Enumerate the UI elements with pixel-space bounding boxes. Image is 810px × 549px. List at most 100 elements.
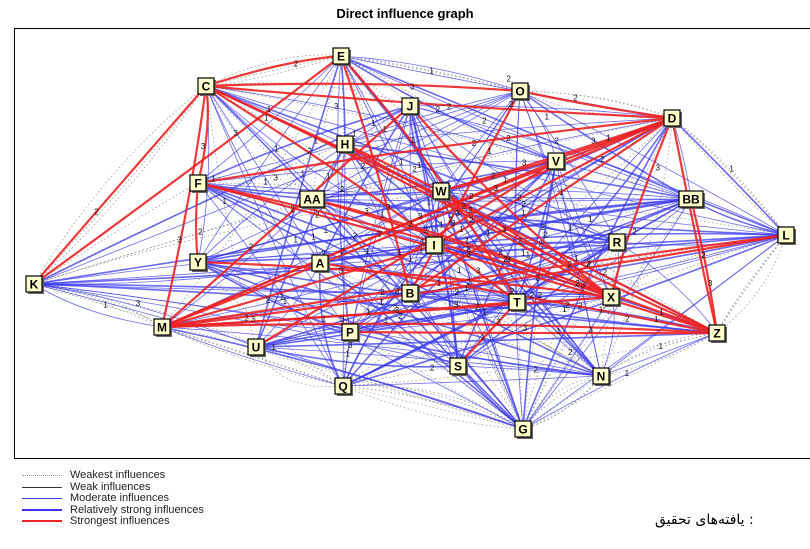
weakest-edge bbox=[255, 346, 344, 388]
strongest-edge bbox=[33, 55, 342, 285]
edge-weight-label: 2 bbox=[578, 302, 583, 311]
moderate-edge bbox=[197, 182, 524, 430]
strongest-edge bbox=[349, 330, 718, 335]
strongest-edge bbox=[197, 181, 718, 335]
edge-weight-label: 1 bbox=[383, 125, 388, 134]
moderate-edge bbox=[522, 234, 787, 430]
edge-weight-label: 1 bbox=[487, 147, 492, 156]
edge-weight-label: 3 bbox=[177, 236, 182, 245]
edge-weight-label: 1 bbox=[384, 316, 389, 325]
weakest-edge bbox=[716, 234, 787, 334]
edge-weight-label: 1 bbox=[481, 333, 486, 342]
moderate-edge bbox=[519, 90, 787, 236]
edge-weight-label: 3 bbox=[410, 82, 415, 91]
strongest-edge bbox=[205, 54, 342, 88]
node-label: B bbox=[406, 287, 415, 301]
node-label: J bbox=[407, 100, 414, 114]
source-note: : یافته‌های تحقیق bbox=[655, 512, 754, 528]
node-bb: BB bbox=[678, 190, 705, 209]
node-box bbox=[678, 190, 704, 208]
edge-weight-label: 3 bbox=[334, 102, 339, 111]
edge-weight-label: 2 bbox=[503, 255, 508, 264]
edge-weight-label: 1 bbox=[503, 175, 508, 184]
edge-weight-label: 3 bbox=[591, 137, 596, 146]
moderate-edge bbox=[344, 90, 521, 145]
edge-weight-label: 2 bbox=[380, 288, 385, 297]
strongest-edge bbox=[205, 84, 673, 120]
node-box bbox=[197, 77, 215, 95]
edge-weight-label: 1 bbox=[427, 197, 432, 206]
edge-weight-label: 1 bbox=[263, 177, 268, 186]
edge-weight-label: 1 bbox=[352, 130, 357, 139]
node-label: D bbox=[668, 112, 677, 126]
edge-weight-label: 1 bbox=[410, 136, 415, 145]
edge-weight-label: 2 bbox=[541, 223, 546, 232]
node-box bbox=[25, 275, 43, 293]
edge-weight-label: 2 bbox=[518, 236, 523, 245]
edge-weight-label: 2 bbox=[491, 172, 496, 181]
node-w: W bbox=[432, 182, 451, 201]
moderate-edge bbox=[555, 160, 692, 200]
edge-weight-label: 3 bbox=[234, 129, 239, 138]
weakest-edge bbox=[522, 241, 618, 430]
node-box bbox=[547, 152, 565, 170]
node-box bbox=[592, 367, 610, 385]
moderate-edge bbox=[457, 241, 618, 367]
edge-weight-label: 1 bbox=[574, 254, 579, 263]
weakest-edge bbox=[33, 198, 313, 285]
node-x: X bbox=[602, 288, 621, 307]
weakest-edge bbox=[33, 85, 207, 285]
edge-weight-label: 2 bbox=[408, 219, 413, 228]
edge-weight-label: 1 bbox=[521, 249, 526, 258]
edge-weight-label: 3 bbox=[656, 164, 661, 173]
node-label: U bbox=[252, 341, 261, 355]
edge-weight-label: 1 bbox=[326, 171, 331, 180]
edge-weight-label: 2 bbox=[568, 260, 573, 269]
edge-weight-label: 1 bbox=[293, 236, 298, 245]
strongest-edge bbox=[205, 85, 518, 303]
edge-weight-label: 2 bbox=[530, 291, 535, 300]
node-aa: AA bbox=[299, 190, 326, 209]
edge-weight-label: 2 bbox=[307, 147, 312, 156]
weakest-edge bbox=[716, 234, 787, 334]
moderate-edge bbox=[197, 105, 411, 184]
edge-weight-label: 2 bbox=[447, 103, 452, 112]
node-label: H bbox=[341, 138, 350, 152]
moderate-edge bbox=[342, 160, 557, 387]
moderate-edge bbox=[616, 241, 718, 334]
legend-swatch bbox=[22, 486, 62, 488]
edge-weight-label: 2 bbox=[543, 231, 548, 240]
moderate-edge bbox=[197, 90, 521, 184]
node-box bbox=[401, 284, 419, 302]
edge-weight-label: 1 bbox=[314, 137, 319, 146]
edge-weight-label: 3 bbox=[418, 212, 423, 221]
weakest-edge bbox=[205, 55, 342, 87]
node-box bbox=[341, 323, 359, 341]
edge-weight-label: 1 bbox=[211, 175, 216, 184]
node-e: E bbox=[332, 47, 351, 66]
edge-weight-label: 1 bbox=[417, 161, 422, 170]
node-label: X bbox=[607, 291, 615, 305]
weakest-edge bbox=[161, 326, 344, 387]
strongest-edge bbox=[197, 260, 612, 299]
strongest-edge bbox=[197, 181, 612, 299]
edge-weight-label: 3 bbox=[364, 207, 369, 216]
edge-weight-label: 2 bbox=[294, 60, 299, 69]
strongest-edge bbox=[519, 89, 673, 120]
moderate-edge bbox=[311, 198, 692, 202]
moderate-edge bbox=[522, 332, 718, 430]
strongest-edge bbox=[344, 143, 612, 298]
edge-weight-label: 3 bbox=[506, 256, 511, 265]
edge-weight-label: 1 bbox=[568, 223, 573, 232]
weakest-edge bbox=[522, 241, 618, 430]
weakest-edge bbox=[33, 85, 207, 285]
edge-weight-label: 1 bbox=[437, 279, 442, 288]
edge-weight-label: 3 bbox=[522, 158, 527, 167]
moderate-edge bbox=[33, 283, 518, 303]
edge-weight-label: 1 bbox=[397, 248, 402, 257]
strongest-edge bbox=[409, 90, 521, 294]
weakest-edge bbox=[33, 283, 163, 328]
weakest-edge bbox=[33, 283, 344, 387]
weakest-edge bbox=[205, 85, 313, 200]
moderate-edge bbox=[161, 326, 602, 377]
